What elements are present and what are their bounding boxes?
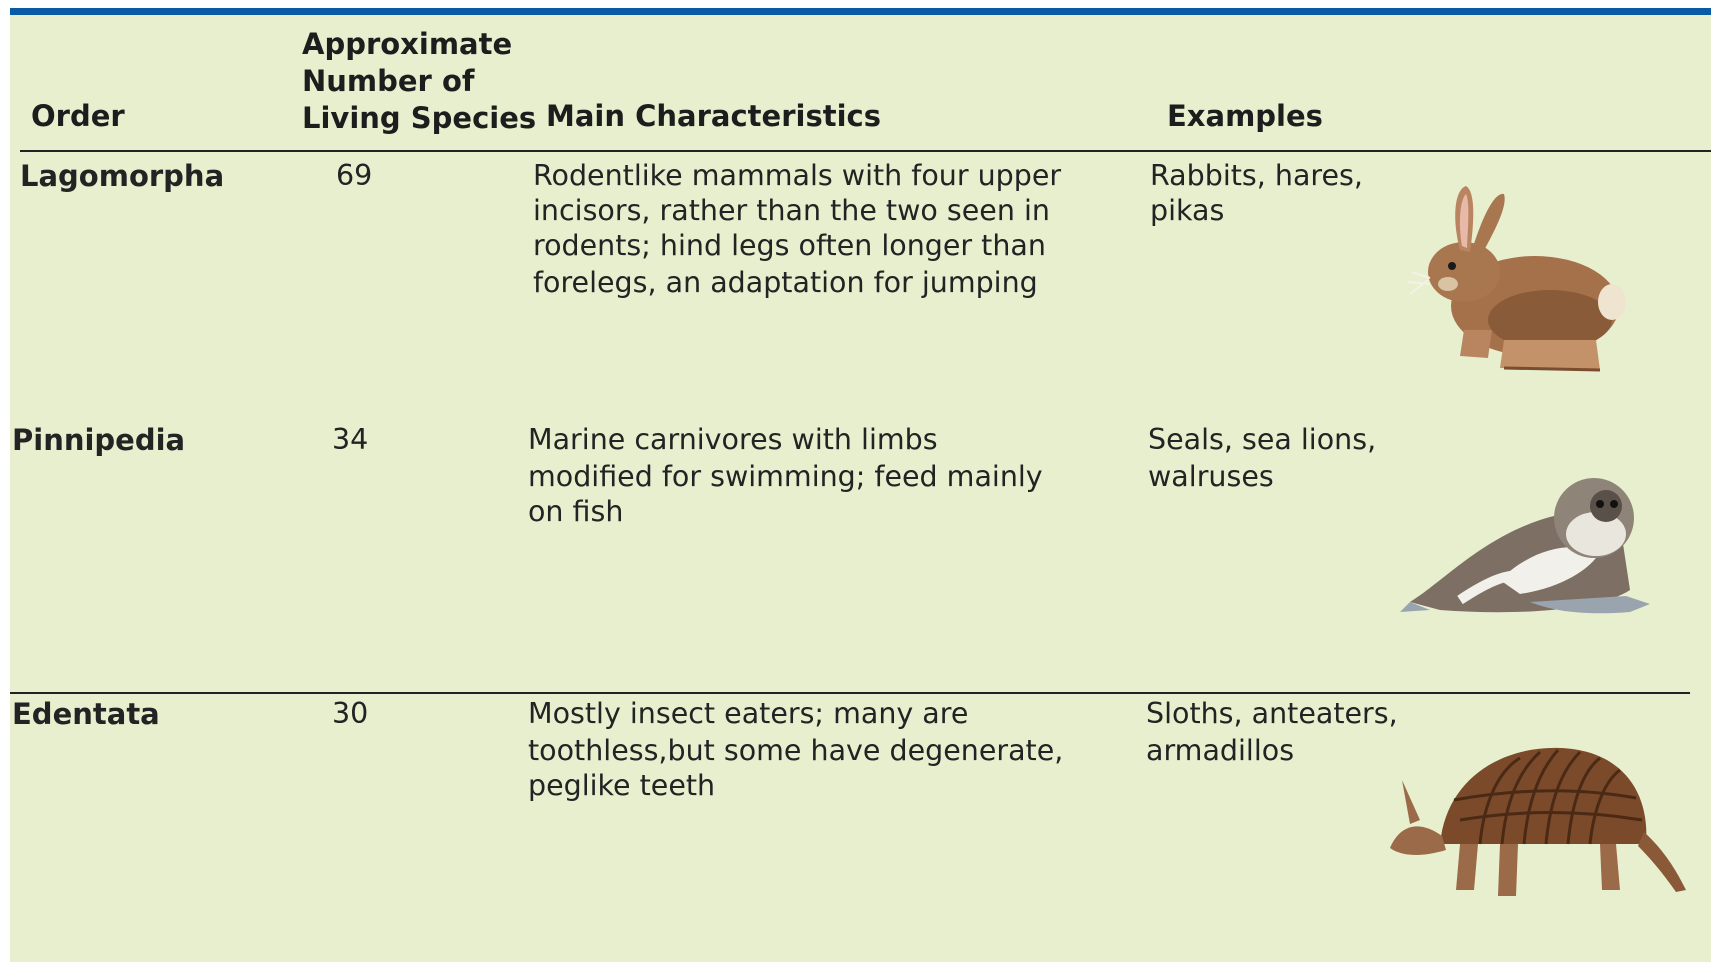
- row-order: Lagomorpha: [20, 159, 225, 193]
- armadillo-illustration: [1390, 747, 1686, 896]
- row-order: Edentata: [12, 697, 160, 731]
- rabbit-illustration: [1407, 186, 1626, 372]
- examples-line: armadillos: [1146, 734, 1295, 767]
- header-examples: Examples: [1167, 99, 1323, 133]
- row-species-count: 30: [332, 697, 369, 730]
- row-species-count: 69: [336, 159, 373, 192]
- examples-line: Seals, sea lions,: [1148, 423, 1377, 456]
- characteristics-line: modified for swimming; feed mainly: [528, 460, 1043, 493]
- examples-line: pikas: [1150, 194, 1225, 227]
- header-characteristics: Main Characteristics: [546, 99, 881, 133]
- characteristics-line: peglike teeth: [528, 769, 716, 802]
- header-rule: [20, 150, 1711, 152]
- characteristics-line: incisors, rather than the two seen in: [533, 194, 1050, 227]
- header-species-line1: Approximate: [302, 27, 513, 61]
- characteristics-line: Marine carnivores with limbs: [528, 423, 938, 456]
- top-accent-rule: [10, 8, 1711, 15]
- examples-line: walruses: [1148, 460, 1274, 493]
- examples-line: Rabbits, hares,: [1150, 159, 1363, 192]
- header-order: Order: [31, 99, 125, 133]
- table-panel: [10, 15, 1711, 962]
- header-species: Approximate Number of Living Species: [302, 26, 536, 137]
- row-species-count: 34: [332, 423, 369, 456]
- characteristics-line: forelegs, an adaptation for jumping: [533, 266, 1038, 299]
- examples-line: Sloths, anteaters,: [1146, 697, 1398, 730]
- characteristics-line: toothless,but some have degenerate,: [528, 734, 1064, 767]
- characteristics-line: rodents; hind legs often longer than: [533, 229, 1046, 262]
- seal-illustration: [1400, 478, 1650, 614]
- characteristics-line: Mostly insect eaters; many are: [528, 697, 969, 730]
- header-species-line3: Living Species: [302, 101, 537, 135]
- header-species-line2: Number of: [302, 64, 475, 98]
- characteristics-line: on fish: [528, 495, 624, 528]
- row-order: Pinnipedia: [12, 423, 186, 457]
- characteristics-line: Rodentlike mammals with four upper: [533, 159, 1062, 192]
- row-divider: [10, 692, 1690, 694]
